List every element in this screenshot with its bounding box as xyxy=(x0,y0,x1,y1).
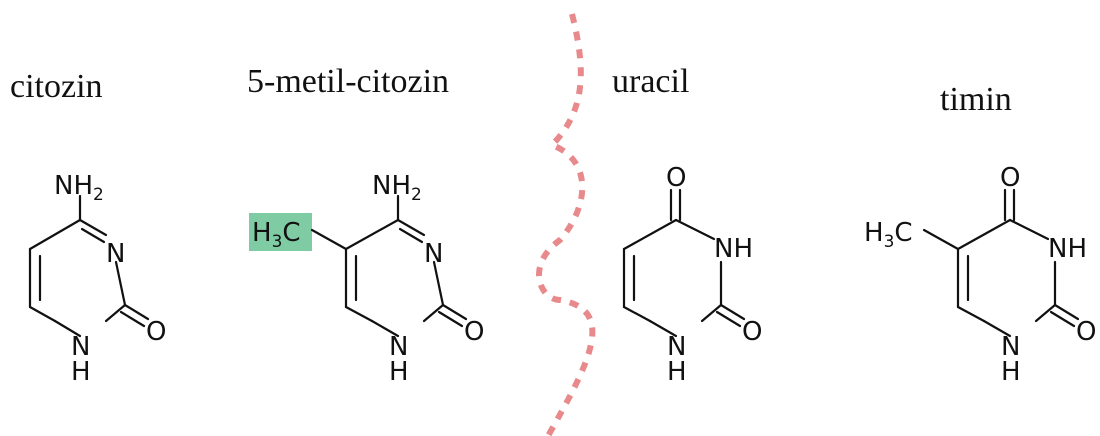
citozin-nh-hydrogen: H xyxy=(71,357,91,387)
title-5-metil-citozin: 5-metil-citozin xyxy=(247,63,449,100)
timin-bonds xyxy=(922,188,1080,338)
5-metil-citozin-nh-nitrogen: N xyxy=(389,332,408,362)
timin-oxygen: O xyxy=(1076,317,1096,347)
uracil-top-oxygen: O xyxy=(666,163,686,193)
citozin-bonds xyxy=(28,194,150,338)
timin-nh3-group: NH xyxy=(1048,234,1087,264)
citozin-oxygen: O xyxy=(146,317,166,347)
title-uracil: uracil xyxy=(612,63,689,100)
molecule-5-metil-citozin: NH2 N O N H H3C xyxy=(249,171,484,387)
uracil-bonds xyxy=(622,188,746,338)
title-citozin: citozin xyxy=(10,68,103,105)
uracil-nh-nitrogen: N xyxy=(667,332,686,362)
citozin-amino-group: NH2 xyxy=(54,171,104,205)
5-metil-citozin-methyl-group: H3C xyxy=(252,218,301,252)
timin-top-oxygen: O xyxy=(1000,163,1020,193)
molecule-citozin: NH2 N O N H xyxy=(28,171,166,387)
5-metil-citozin-amino-group: NH2 xyxy=(372,171,422,205)
uracil-oxygen: O xyxy=(742,317,762,347)
citozin-ring-nitrogen: N xyxy=(106,239,125,269)
citozin-nh-nitrogen: N xyxy=(71,332,90,362)
5-metil-citozin-bonds xyxy=(310,194,468,338)
title-timin: timin xyxy=(940,81,1012,118)
uracil-nh3-group: NH xyxy=(714,234,753,264)
molecule-uracil: O NH O N H xyxy=(622,163,762,387)
timin-nh-hydrogen: H xyxy=(1001,357,1021,387)
5-metil-citozin-oxygen: O xyxy=(464,317,484,347)
5-metil-citozin-ring-nitrogen: N xyxy=(424,239,443,269)
uracil-nh-hydrogen: H xyxy=(667,357,687,387)
molecule-timin: O NH O N H H3C xyxy=(864,163,1096,387)
divider-line xyxy=(536,13,596,436)
methyl-highlight xyxy=(249,213,312,251)
timin-nh-nitrogen: N xyxy=(1001,332,1020,362)
5-metil-citozin-nh-hydrogen: H xyxy=(389,357,409,387)
timin-methyl-group: H3C xyxy=(864,218,913,252)
